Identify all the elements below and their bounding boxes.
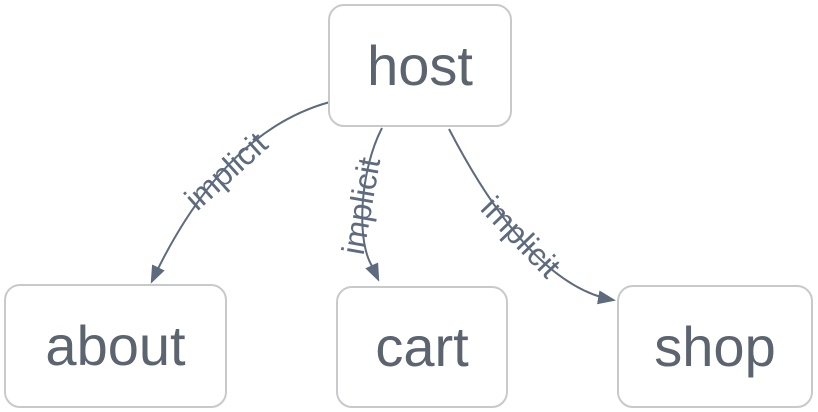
edge-label-host-shop: implicit — [474, 189, 568, 284]
edge-host-shop — [448, 128, 616, 305]
node-cart-label: cart — [375, 315, 469, 378]
edge-label-host-about: implicit — [178, 125, 275, 217]
edge-label-host-cart: implicit — [335, 155, 387, 258]
node-shop-label: shop — [654, 314, 776, 378]
node-shop[interactable]: shop — [617, 285, 813, 408]
node-host-label: host — [367, 33, 473, 97]
edge-host-about — [150, 101, 331, 284]
node-cart[interactable]: cart — [336, 286, 508, 408]
node-about[interactable]: about — [4, 284, 227, 408]
node-about-label: about — [45, 314, 186, 377]
edge-host-cart — [361, 127, 383, 282]
node-host[interactable]: host — [328, 4, 512, 127]
